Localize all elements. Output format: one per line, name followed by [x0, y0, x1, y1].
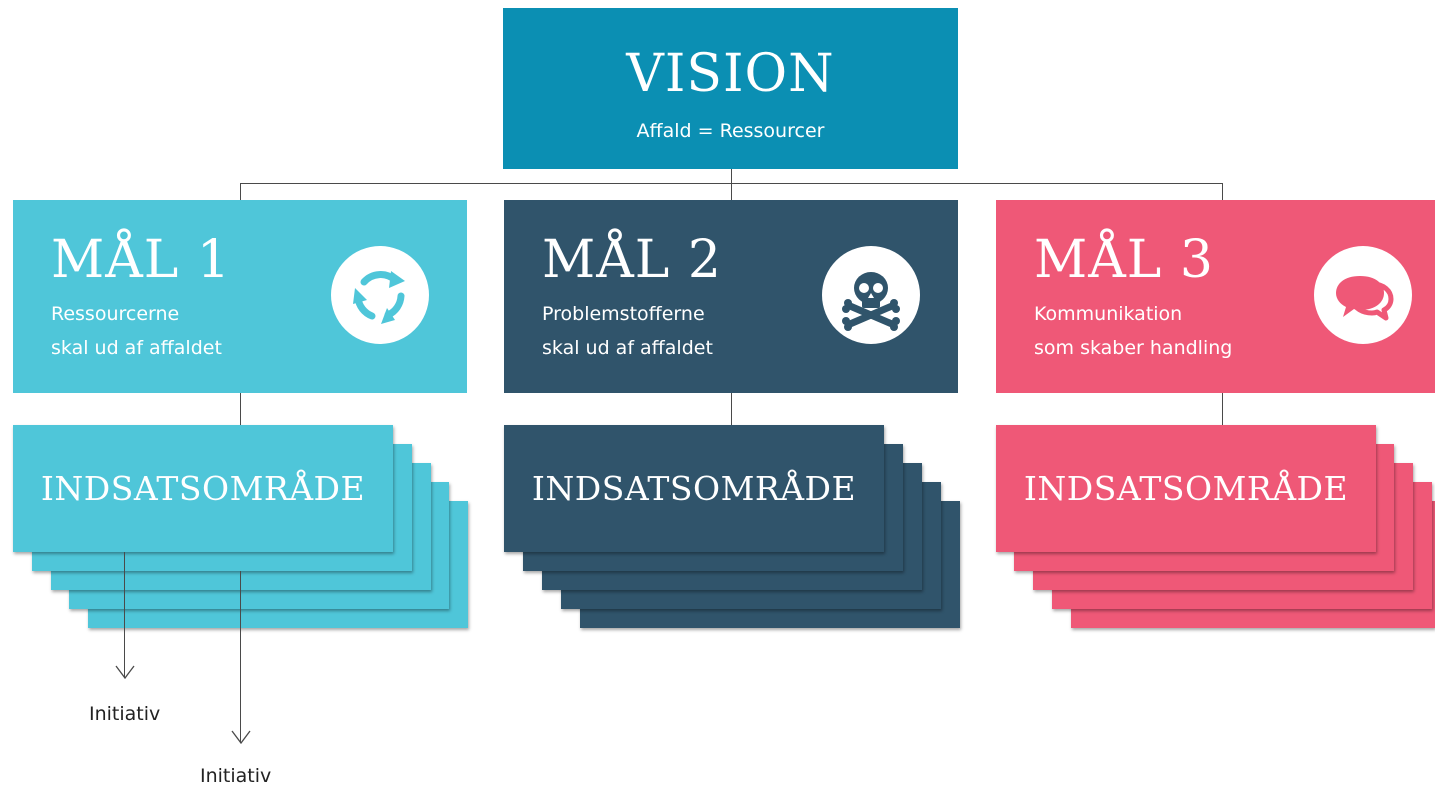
goal2-connector-bottom: [731, 393, 732, 425]
goal-3-box: MÅL 3 Kommunikation som skaber handling: [996, 200, 1435, 393]
goal-2-line2: skal ud af affaldet: [542, 337, 713, 359]
initiative-1-label: Initiativ: [89, 703, 161, 725]
goal-3-title: MÅL 3: [1034, 230, 1214, 290]
goal3-connector-top: [1222, 183, 1223, 200]
recycle-icon: [331, 246, 429, 344]
goal1-connector-bottom: [240, 393, 241, 425]
initiative-2-arrowhead-icon: [231, 730, 251, 745]
initiative-1-arrowhead-icon: [115, 665, 135, 680]
goal-2-title: MÅL 2: [542, 230, 722, 290]
horizontal-connector: [240, 183, 1223, 184]
goal-3-line2: som skaber handling: [1034, 337, 1233, 359]
focus-area-2-label: INDSATSOMRÅDE: [531, 469, 857, 508]
vision-connector: [731, 169, 732, 200]
skull-crossbones-icon: [822, 246, 920, 344]
goal-1-box: MÅL 1 Ressourcerne skal ud af affaldet: [13, 200, 467, 393]
goal-1-line1: Ressourcerne: [51, 303, 180, 325]
speech-bubbles-icon: [1314, 246, 1412, 344]
goal-1-line2: skal ud af affaldet: [51, 337, 222, 359]
focus-area-3-label: INDSATSOMRÅDE: [1023, 469, 1349, 508]
goal1-connector-top: [240, 183, 241, 200]
vision-box: VISION Affald = Ressourcer: [503, 8, 958, 169]
vision-title: VISION: [626, 44, 835, 104]
goal-1-title: MÅL 1: [51, 230, 231, 290]
goal3-connector-bottom: [1222, 393, 1223, 425]
goal-2-box: MÅL 2 Problemstofferne skal ud af affald…: [504, 200, 958, 393]
initiative-2-label: Initiativ: [200, 765, 272, 787]
initiative-1-arrow-line: [124, 552, 125, 678]
initiative-2-arrow-line: [240, 571, 241, 743]
focus-area-3-card: INDSATSOMRÅDE: [996, 425, 1376, 552]
goal-3-line1: Kommunikation: [1034, 303, 1183, 325]
focus-area-2-card: INDSATSOMRÅDE: [504, 425, 884, 552]
vision-subtitle: Affald = Ressourcer: [636, 120, 825, 142]
goal-2-line1: Problemstofferne: [542, 303, 705, 325]
focus-area-1-card: INDSATSOMRÅDE: [13, 425, 393, 552]
focus-area-1-label: INDSATSOMRÅDE: [40, 469, 366, 508]
